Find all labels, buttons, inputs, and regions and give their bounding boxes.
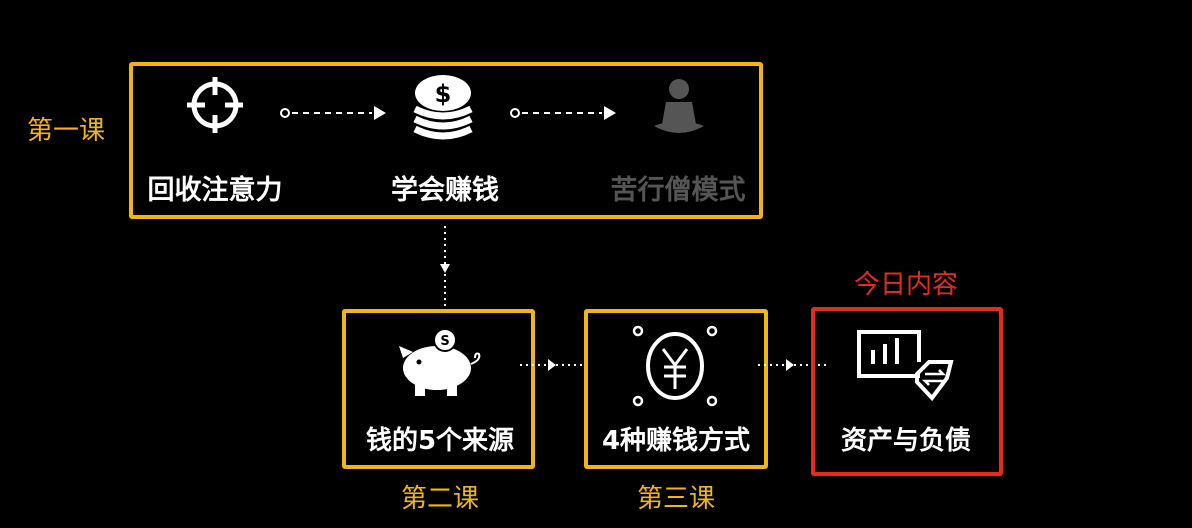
arrow-2-icon: [510, 106, 616, 120]
today-label: 今日内容: [853, 270, 959, 300]
lesson1-box: [129, 62, 763, 219]
lesson2-title: 钱的5个来源: [365, 426, 515, 456]
today-title: 资产与负债: [840, 426, 972, 456]
svg-text:S: S: [440, 334, 449, 349]
lesson2-box: [342, 309, 535, 469]
arrow-3-icon: [520, 359, 592, 371]
target-icon: [187, 77, 243, 133]
step-label-attention: 回收注意力: [147, 175, 283, 206]
step-label-ascetic: 苦行僧模式: [610, 175, 746, 206]
yuan-icon: [632, 325, 718, 407]
svg-text:$: $: [435, 80, 452, 108]
coins-icon: $: [413, 75, 473, 140]
meditation-icon: [654, 79, 704, 133]
lesson2-label: 第二课: [400, 484, 480, 514]
step-label-earn: 学会赚钱: [391, 175, 499, 206]
piggy-bank-icon: S: [399, 328, 481, 396]
lesson3-box: [584, 309, 768, 469]
lesson1-label: 第一课: [26, 116, 106, 146]
arrow-1-icon: [280, 106, 386, 120]
arrow-4-icon: [758, 359, 830, 371]
lesson3-label: 第三课: [636, 484, 716, 514]
down-arrow-icon: [440, 226, 450, 308]
lesson3-title: 4种赚钱方式: [601, 426, 751, 456]
today-box: [811, 307, 1003, 476]
asset-chart-icon: [857, 330, 954, 402]
